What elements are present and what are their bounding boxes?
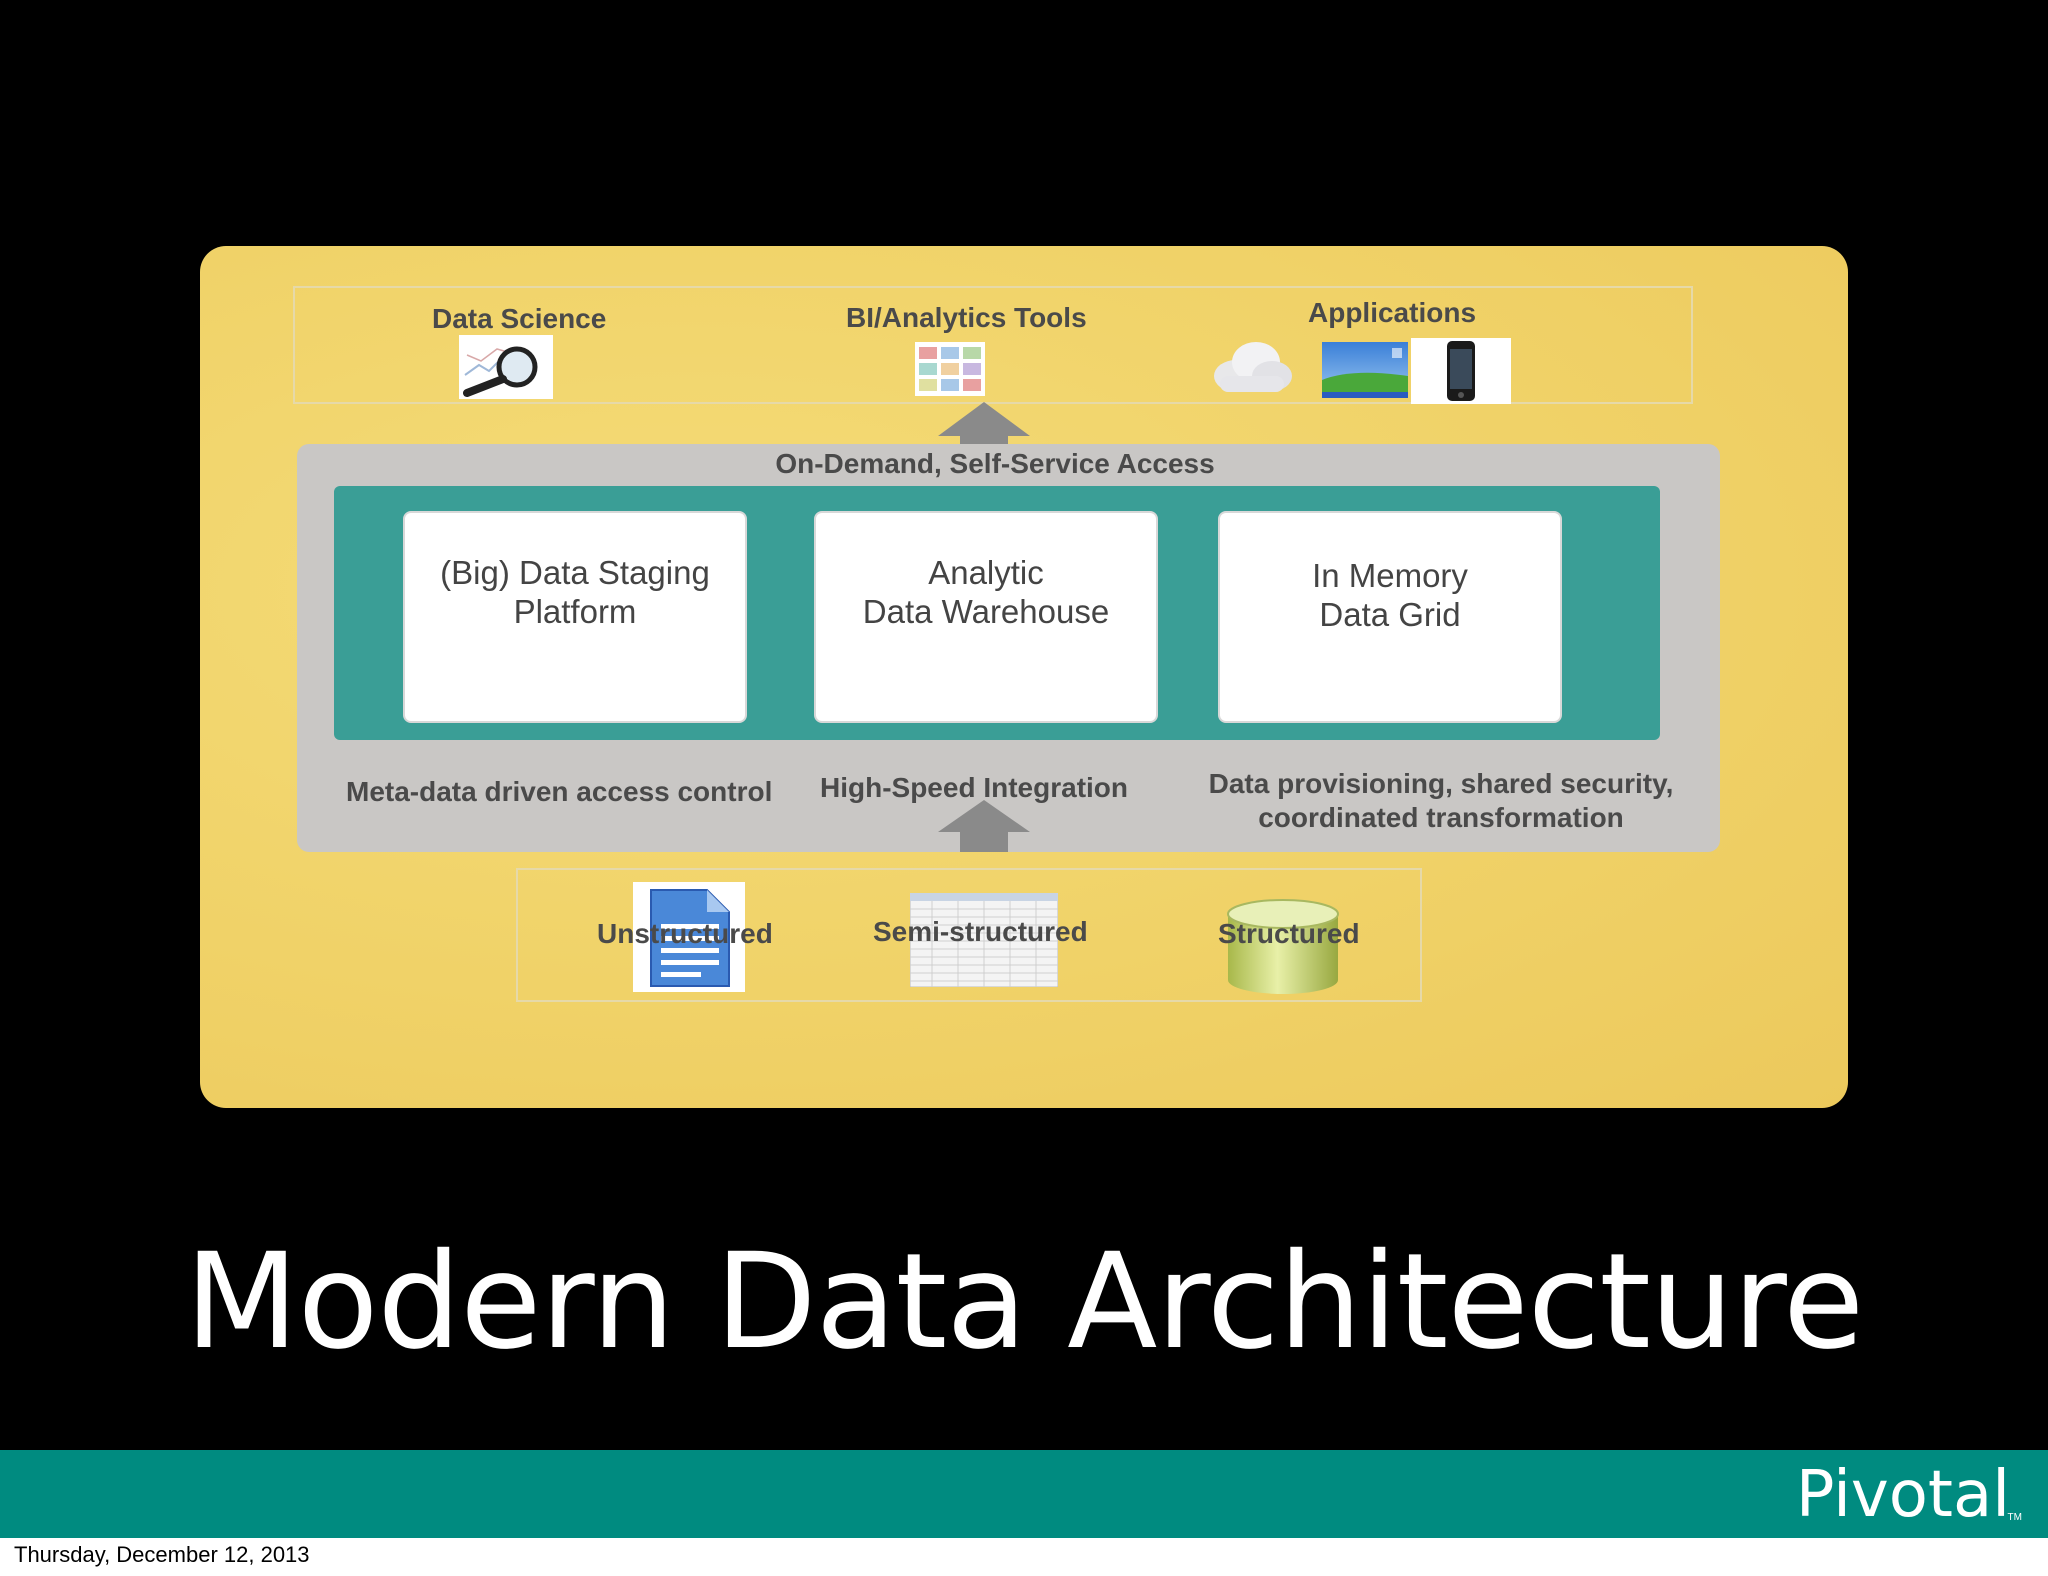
- spreadsheet-icon: [910, 893, 1058, 987]
- up-arrow-top: [938, 402, 1030, 446]
- desktop-screen-icon: [1322, 342, 1408, 398]
- card-line: Data Grid: [1319, 596, 1461, 633]
- integration-caption: High-Speed Integration: [820, 772, 1128, 803]
- bi-analytics-tools-label: BI/Analytics Tools: [846, 302, 1087, 333]
- card-line: Data Warehouse: [862, 593, 1110, 630]
- phone-icon: [1411, 338, 1511, 404]
- up-arrow-bottom: [938, 800, 1030, 852]
- card-line: Platform: [513, 593, 637, 630]
- footer-date: Thursday, December 12, 2013: [14, 1542, 310, 1567]
- sources-box: [516, 868, 1422, 1002]
- access-control-caption: Meta-data driven access control: [346, 776, 773, 807]
- access-label: On-Demand, Self-Service Access: [775, 448, 1215, 479]
- card-line: (Big) Data Staging: [440, 554, 710, 591]
- dashboard-icon: [915, 342, 985, 396]
- caption-line: Data provisioning, shared security,: [1208, 768, 1674, 799]
- applications-label: Applications: [1308, 297, 1477, 328]
- unstructured-label: Unstructured: [597, 918, 773, 949]
- card-line: Analytic: [928, 554, 1044, 591]
- structured-label: Structured: [1218, 918, 1360, 949]
- database-icon: [1227, 899, 1339, 994]
- semi-structured-label: Semi-structured: [873, 916, 1088, 947]
- slide: Data Science BI/Analytics Tools Applicat…: [0, 0, 2048, 1538]
- pivotal-logo: Pivotal: [1795, 1458, 2010, 1532]
- magnifier-icon: [459, 335, 553, 399]
- trademark-mark: TM: [2007, 1512, 2022, 1523]
- document-icon: [633, 882, 745, 992]
- consumers-box: [293, 286, 1693, 404]
- analytic-data-warehouse-card: Analytic Data Warehouse: [814, 511, 1158, 723]
- provisioning-caption: Data provisioning, shared security, coor…: [1196, 767, 1686, 835]
- card-line: In Memory: [1312, 557, 1468, 594]
- in-memory-data-grid-card: In Memory Data Grid: [1218, 511, 1562, 723]
- cloud-icon: [1214, 342, 1292, 392]
- footer-bar: [0, 1450, 2048, 1538]
- data-staging-platform-card: (Big) Data Staging Platform: [403, 511, 747, 723]
- caption-line: coordinated transformation: [1258, 802, 1624, 833]
- data-science-label: Data Science: [432, 303, 607, 334]
- slide-title: Modern Data Architecture: [184, 1225, 1864, 1379]
